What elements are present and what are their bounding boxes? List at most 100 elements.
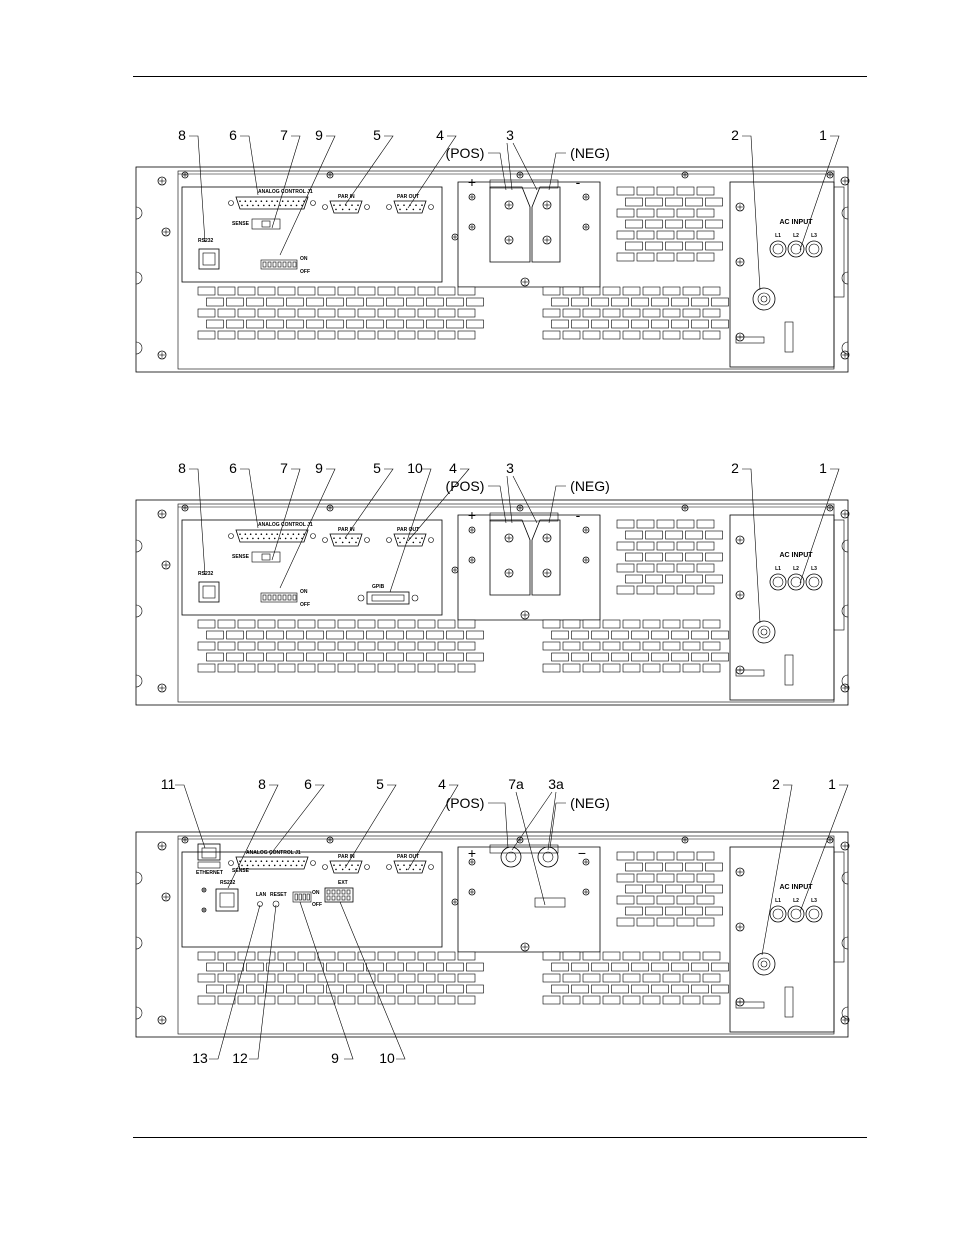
callout-7-leader <box>271 468 301 561</box>
ethernet-port <box>197 843 221 861</box>
screw-icon <box>735 922 745 932</box>
l3-label: L3 <box>811 898 817 904</box>
analog-control-label: ANALOG CONTROL J1 <box>246 850 301 856</box>
ac-terminal-2 <box>787 240 805 258</box>
ext-label: EXT <box>338 880 348 886</box>
screw-icon <box>582 556 590 564</box>
rs232-port <box>215 888 239 912</box>
callout-5: 5 <box>373 127 381 143</box>
pos-label: (POS) <box>446 795 485 811</box>
screw-icon <box>681 504 689 512</box>
control-plate <box>181 851 443 948</box>
ac-terminal-1 <box>769 573 787 591</box>
ground-stud <box>752 287 776 311</box>
vent-grill-right-upper <box>616 186 723 262</box>
callout-1-leader <box>799 468 840 584</box>
screw-icon <box>840 176 850 186</box>
screw-icon <box>157 509 167 519</box>
callout-9: 9 <box>331 1050 339 1066</box>
screw-icon <box>520 942 530 952</box>
ext-connector <box>324 887 354 903</box>
callout-4: 4 <box>438 776 446 792</box>
screw-icon <box>468 526 476 534</box>
ac-input-plate <box>729 181 835 368</box>
vent-grill-right-lower <box>542 286 729 340</box>
callout-6-leader <box>240 135 259 196</box>
neg-symbol: - <box>576 174 581 190</box>
ac-terminal-3 <box>805 573 823 591</box>
screw-icon <box>326 504 334 512</box>
neg-label: (NEG) <box>570 795 610 811</box>
on-label: ON <box>300 256 308 262</box>
par-in-label: PAR IN <box>338 194 355 200</box>
on-label: ON <box>312 890 320 896</box>
ground-stud <box>752 952 776 976</box>
pos-terminal <box>500 846 522 868</box>
control-plate <box>181 186 443 283</box>
analog-control-connector <box>228 196 316 210</box>
sense-connector <box>251 218 281 230</box>
ac-input-label: AC INPUT <box>779 884 813 891</box>
par-out-label: PAR OUT <box>397 194 419 200</box>
par-out-connector <box>386 533 434 547</box>
callout-5-leader <box>344 784 397 869</box>
screw-icon <box>504 533 514 543</box>
ac-terminal-2 <box>787 905 805 923</box>
screw-icon <box>542 200 552 210</box>
par-in-connector <box>322 860 370 874</box>
pos-symbol: + <box>468 174 476 190</box>
panel-frame <box>135 166 849 373</box>
vent-grill-left <box>197 286 484 340</box>
callout-7-leader <box>271 135 301 229</box>
callout-8: 8 <box>178 460 186 476</box>
neg-busbar <box>531 186 561 263</box>
callout-5: 5 <box>373 460 381 476</box>
output-terminal-plate <box>457 181 601 288</box>
analog-control-connector <box>228 856 316 870</box>
screw-icon <box>201 907 207 913</box>
ac-terminal-1 <box>769 905 787 923</box>
neg-terminal <box>537 846 559 868</box>
callout-13-leader <box>209 904 261 1060</box>
l1-label: L1 <box>775 233 781 239</box>
screw-icon <box>735 202 745 212</box>
callout-2: 2 <box>731 460 739 476</box>
lan-label: LAN <box>256 892 267 898</box>
callout-6: 6 <box>304 776 312 792</box>
callout-9: 9 <box>315 460 323 476</box>
screw-icon <box>161 227 171 237</box>
callout-8-leader <box>227 784 279 889</box>
control-plate <box>181 519 443 616</box>
pos-busbar <box>489 519 531 596</box>
screw-icon <box>504 200 514 210</box>
l2-label: L2 <box>793 898 799 904</box>
screw-icon <box>516 171 524 179</box>
callout-4: 4 <box>436 127 444 143</box>
screw-icon <box>516 836 524 844</box>
ac-input-label: AC INPUT <box>779 219 813 226</box>
callout-7a: 7a <box>508 776 524 792</box>
par-out-connector <box>386 860 434 874</box>
output-terminal-plate <box>457 846 601 953</box>
screw-icon <box>735 535 745 545</box>
screw-icon <box>542 533 552 543</box>
screw-icon <box>157 841 167 851</box>
l3-label: L3 <box>811 566 817 572</box>
screw-icon <box>826 504 834 512</box>
vent-grill-right-upper <box>616 519 723 595</box>
callout-12: 12 <box>232 1050 248 1066</box>
screw-icon <box>504 235 514 245</box>
callout-1: 1 <box>819 127 827 143</box>
l2-label: L2 <box>793 566 799 572</box>
callout-8: 8 <box>258 776 266 792</box>
screw-icon <box>735 590 745 600</box>
l2-label: L2 <box>793 233 799 239</box>
callout-6-leader <box>269 784 325 856</box>
callout-12-leader <box>249 904 277 1060</box>
callout-8-leader <box>189 135 206 243</box>
callout-4-leader <box>407 784 459 871</box>
off-label: OFF <box>300 269 310 275</box>
screw-icon <box>468 556 476 564</box>
